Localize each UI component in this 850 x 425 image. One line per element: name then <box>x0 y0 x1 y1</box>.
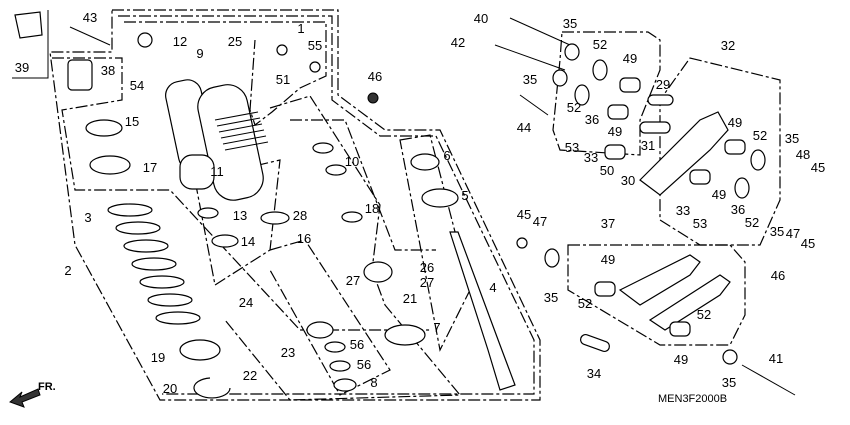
callout-52: 52 <box>567 100 581 115</box>
callout-12: 12 <box>173 34 187 49</box>
callout-49: 49 <box>623 51 637 66</box>
callout-45: 45 <box>811 160 825 175</box>
callout-46: 46 <box>368 69 382 84</box>
callout-20: 20 <box>163 381 177 396</box>
callout-35: 35 <box>722 375 736 390</box>
shock-absorber <box>14 11 379 201</box>
callout-52: 52 <box>593 37 607 52</box>
callout-17: 17 <box>143 160 157 175</box>
callout-38: 38 <box>101 63 115 78</box>
callout-49: 49 <box>608 124 622 139</box>
callout-1: 1 <box>297 21 304 36</box>
callout-32: 32 <box>721 38 735 53</box>
callout-11: 11 <box>210 164 224 179</box>
callout-35: 35 <box>563 16 577 31</box>
callout-10: 10 <box>345 154 359 169</box>
callout-55: 55 <box>308 38 322 53</box>
callout-30: 30 <box>621 173 635 188</box>
callout-53: 53 <box>565 140 579 155</box>
callout-37: 37 <box>601 216 615 231</box>
callout-49: 49 <box>601 252 615 267</box>
callout-45: 45 <box>801 236 815 251</box>
callout-36: 36 <box>731 202 745 217</box>
callout-53: 53 <box>693 216 707 231</box>
callout-56: 56 <box>350 337 364 352</box>
assembly-frames <box>12 9 781 401</box>
callout-39: 39 <box>15 60 29 75</box>
linkage-parts <box>494 17 796 396</box>
callout-8: 8 <box>370 375 377 390</box>
callout-7: 7 <box>433 320 440 335</box>
callout-35: 35 <box>523 72 537 87</box>
callout-52: 52 <box>745 215 759 230</box>
callout-6: 6 <box>443 148 450 163</box>
drawing-code: MEN3F2000B <box>658 393 727 405</box>
callout-52: 52 <box>697 307 711 322</box>
callout-31: 31 <box>641 138 655 153</box>
callout-33: 33 <box>584 150 598 165</box>
callout-35: 35 <box>785 131 799 146</box>
callout-19: 19 <box>151 350 165 365</box>
callout-49: 49 <box>728 115 742 130</box>
callout-46: 46 <box>771 268 785 283</box>
callout-18: 18 <box>365 201 379 216</box>
front-label: FR. <box>38 381 56 393</box>
callout-28: 28 <box>293 208 307 223</box>
callout-21: 21 <box>403 291 417 306</box>
callout-42: 42 <box>451 35 465 50</box>
callout-51: 51 <box>276 72 290 87</box>
callout-27: 27 <box>346 273 360 288</box>
callout-29: 29 <box>656 77 670 92</box>
callout-54: 54 <box>130 78 144 93</box>
callout-16: 16 <box>297 231 311 246</box>
callout-40: 40 <box>474 11 488 26</box>
callout-25: 25 <box>228 34 242 49</box>
callout-49: 49 <box>674 352 688 367</box>
callout-14: 14 <box>241 234 255 249</box>
callout-33: 33 <box>676 203 690 218</box>
callout-43: 43 <box>83 10 97 25</box>
callout-35: 35 <box>544 290 558 305</box>
callout-44: 44 <box>517 120 531 135</box>
callout-13: 13 <box>233 208 247 223</box>
damper-internals <box>197 142 516 392</box>
callout-15: 15 <box>125 114 139 129</box>
callout-35: 35 <box>770 224 784 239</box>
front-direction-marker: FR. <box>9 381 56 408</box>
callout-27: 27 <box>420 275 434 290</box>
callout-52: 52 <box>753 128 767 143</box>
callout-2: 2 <box>64 263 71 278</box>
callout-47: 47 <box>533 214 547 229</box>
callout-41: 41 <box>769 351 783 366</box>
callout-47: 47 <box>786 226 800 241</box>
callout-48: 48 <box>796 147 810 162</box>
callout-4: 4 <box>489 280 496 295</box>
callout-9: 9 <box>196 46 203 61</box>
callout-24: 24 <box>239 295 253 310</box>
callout-50: 50 <box>600 163 614 178</box>
callout-56: 56 <box>357 357 371 372</box>
callout-26: 26 <box>420 260 434 275</box>
spring <box>85 119 231 399</box>
callout-3: 3 <box>84 210 91 225</box>
callout-22: 22 <box>243 368 257 383</box>
callout-36: 36 <box>585 112 599 127</box>
callout-52: 52 <box>578 296 592 311</box>
shock-threads <box>214 111 269 151</box>
callout-49: 49 <box>712 187 726 202</box>
callout-23: 23 <box>281 345 295 360</box>
callout-34: 34 <box>587 366 601 381</box>
callout-5: 5 <box>461 188 468 203</box>
callout-45: 45 <box>517 207 531 222</box>
